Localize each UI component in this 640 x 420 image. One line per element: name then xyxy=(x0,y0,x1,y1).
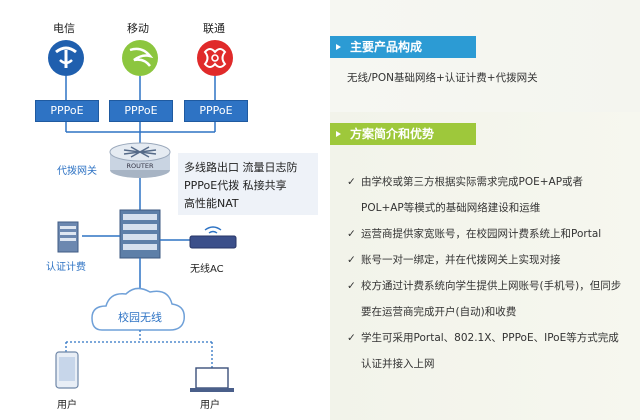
wireless-ac-icon xyxy=(189,226,237,249)
carrier-label-unicom: 联通 xyxy=(203,22,225,35)
router-icon: ROUTER xyxy=(109,142,171,178)
checkmark-icon: ✓ xyxy=(347,176,356,188)
china-telecom-logo-icon xyxy=(48,40,84,76)
phone-icon xyxy=(55,351,79,389)
pppoe-box-telecom: PPPoE xyxy=(35,100,99,122)
user-label-laptop: 用户 xyxy=(200,400,220,411)
checkmark-icon: ✓ xyxy=(347,254,356,266)
advantage-item-1-cont: POL+AP等模式的基础网络建设和运维 xyxy=(361,202,541,214)
checkmark-icon: ✓ xyxy=(347,332,356,344)
advantages-section: 方案简介和优势 ✓由学校或第三方根据实际需求完成POE+AP或者 POL+AP等… xyxy=(330,112,640,420)
network-diagram: 电信 移动 联通 xyxy=(35,22,318,411)
cloud-icon xyxy=(91,287,185,331)
advantage-item-2: ✓运营商提供家宽账号，在校园网计费系统上和Portal xyxy=(347,228,602,240)
pppoe-box-unicom: PPPoE xyxy=(184,100,248,122)
laptop-icon xyxy=(190,367,234,392)
advantage-item-5-cont: 认证并接入上网 xyxy=(361,358,435,370)
router-label: 代拨网关 xyxy=(57,166,97,177)
products-section: 主要产品构成 无线/PON基础网络+认证计费+代拨网关 xyxy=(330,0,640,112)
pppoe-box-mobile: PPPoE xyxy=(109,100,173,122)
carrier-label-mobile: 移动 xyxy=(127,22,149,35)
user-label-phone: 用户 xyxy=(57,400,77,411)
china-unicom-logo-icon xyxy=(197,40,233,76)
checkmark-icon: ✓ xyxy=(347,228,356,240)
products-text: 无线/PON基础网络+认证计费+代拨网关 xyxy=(347,72,538,84)
advantage-item-3: ✓账号一对一绑定，并在代拨网关上实现对接 xyxy=(347,254,561,266)
advantage-item-5: ✓学生可采用Portal、802.1X、PPPoE、IPoE等方式完成 xyxy=(347,332,619,344)
features-box: 多线路出口 流量日志防 PPPoE代拨 私接共享 高性能NAT xyxy=(178,153,318,215)
feature-line-3: 高性能NAT xyxy=(184,197,239,210)
advantages-title: 方案简介和优势 xyxy=(330,123,476,145)
info-panel: 主要产品构成 无线/PON基础网络+认证计费+代拨网关 方案简介和优势 ✓由学校… xyxy=(330,0,640,420)
checkmark-icon: ✓ xyxy=(347,280,356,292)
advantage-item-4: ✓校方通过计费系统向学生提供上网账号(手机号)，但同步 xyxy=(347,280,622,292)
core-switch-icon xyxy=(119,209,161,259)
diagram-lines: ROUTER xyxy=(48,40,237,392)
campus-wireless-label: 校园无线 xyxy=(118,311,162,324)
server-icon xyxy=(57,221,79,253)
router-device-text: ROUTER xyxy=(127,162,154,170)
carrier-label-telecom: 电信 xyxy=(53,22,75,35)
advantage-item-1: ✓由学校或第三方根据实际需求完成POE+AP或者 xyxy=(347,176,584,188)
china-mobile-logo-icon xyxy=(122,40,158,76)
feature-line-1: 多线路出口 流量日志防 xyxy=(184,161,298,174)
advantage-item-4-cont: 要在运营商完成开户(自动)和收费 xyxy=(361,306,517,318)
feature-line-2: PPPoE代拨 私接共享 xyxy=(184,179,287,192)
auth-server-label: 认证计费 xyxy=(46,262,86,273)
products-title: 主要产品构成 xyxy=(330,36,476,58)
wireless-ac-label: 无线AC xyxy=(190,264,224,275)
